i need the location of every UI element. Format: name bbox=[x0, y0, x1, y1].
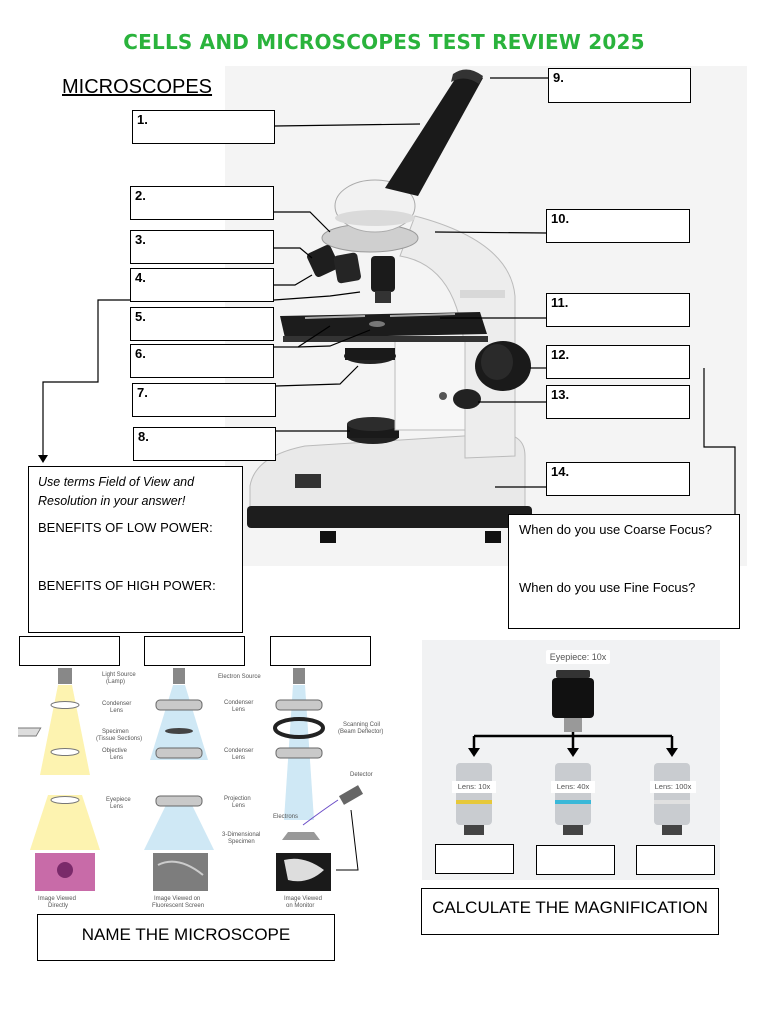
lens-label-10x: Lens: 10x bbox=[452, 781, 496, 793]
label-box-4[interactable]: 4. bbox=[130, 268, 274, 302]
microscope-name-blank-1[interactable] bbox=[19, 636, 120, 666]
svg-text:Image Viewed: Image Viewed bbox=[38, 896, 76, 902]
high-power-prompt: BENEFITS OF HIGH POWER: bbox=[38, 578, 216, 593]
svg-text:(Lamp): (Lamp) bbox=[106, 679, 125, 685]
eyepiece-label: Eyepiece: 10x bbox=[546, 650, 610, 664]
calculate-magnification-box: CALCULATE THE MAGNIFICATION bbox=[421, 888, 719, 935]
svg-text:Lens: Lens bbox=[110, 708, 123, 714]
focus-note-box: When do you use Coarse Focus? When do yo… bbox=[508, 514, 740, 629]
label-box-6[interactable]: 6. bbox=[130, 344, 274, 378]
svg-text:Condenser: Condenser bbox=[224, 748, 253, 754]
svg-text:Detector: Detector bbox=[350, 772, 373, 778]
label-box-9[interactable]: 9. bbox=[548, 68, 691, 103]
svg-text:Lens: Lens bbox=[232, 755, 245, 761]
calculate-magnification-prompt: CALCULATE THE MAGNIFICATION bbox=[432, 898, 708, 917]
svg-text:Specimen: Specimen bbox=[102, 729, 129, 735]
name-microscope-prompt: NAME THE MICROSCOPE bbox=[81, 925, 291, 944]
svg-text:Eyepiece: Eyepiece bbox=[106, 797, 131, 803]
svg-text:Directly: Directly bbox=[48, 903, 68, 909]
label-box-1[interactable]: 1. bbox=[132, 110, 275, 144]
svg-text:Electrons: Electrons bbox=[273, 814, 298, 820]
microscope-illustration bbox=[225, 66, 747, 566]
svg-text:Electron Source: Electron Source bbox=[218, 674, 261, 680]
svg-text:on Monitor: on Monitor bbox=[286, 903, 314, 909]
svg-text:Fluorescent Screen: Fluorescent Screen bbox=[152, 903, 204, 909]
microscope-name-blank-2[interactable] bbox=[144, 636, 245, 666]
svg-text:Lens: Lens bbox=[110, 755, 123, 761]
power-note-instruction: Use terms Field of View and Resolution i… bbox=[38, 475, 195, 508]
power-note-box: Use terms Field of View and Resolution i… bbox=[28, 466, 243, 633]
svg-text:3-Dimensional: 3-Dimensional bbox=[222, 832, 260, 838]
label-box-10[interactable]: 10. bbox=[546, 209, 690, 243]
label-box-13[interactable]: 13. bbox=[546, 385, 690, 419]
svg-text:Light Source: Light Source bbox=[102, 672, 136, 678]
magnification-panel: Eyepiece: 10x Lens: 10x Lens: 40x Lens: … bbox=[422, 640, 720, 880]
magnification-blank-40x[interactable] bbox=[536, 845, 615, 875]
svg-text:Scanning Coil: Scanning Coil bbox=[343, 722, 380, 728]
label-box-5[interactable]: 5. bbox=[130, 307, 274, 341]
svg-text:Image Viewed on: Image Viewed on bbox=[154, 896, 200, 902]
low-power-prompt: BENEFITS OF LOW POWER: bbox=[38, 520, 213, 535]
label-box-11[interactable]: 11. bbox=[546, 293, 690, 327]
section-label: MICROSCOPES bbox=[62, 76, 213, 98]
svg-text:Condenser: Condenser bbox=[224, 700, 253, 706]
svg-text:(Tissue Sections): (Tissue Sections) bbox=[96, 736, 142, 742]
svg-text:Objective: Objective bbox=[102, 748, 128, 754]
svg-text:Lens: Lens bbox=[110, 804, 123, 810]
svg-text:Specimen: Specimen bbox=[228, 839, 255, 845]
svg-text:Lens: Lens bbox=[232, 803, 245, 809]
svg-text:(Beam Deflector): (Beam Deflector) bbox=[338, 729, 383, 735]
fine-focus-prompt: When do you use Fine Focus? bbox=[519, 580, 696, 595]
lens-label-40x: Lens: 40x bbox=[551, 781, 595, 793]
name-microscope-box: NAME THE MICROSCOPE bbox=[37, 914, 335, 961]
label-box-14[interactable]: 14. bbox=[546, 462, 690, 496]
magnification-graphic bbox=[456, 670, 690, 835]
svg-text:Lens: Lens bbox=[232, 707, 245, 713]
lens-label-100x: Lens: 100x bbox=[650, 781, 696, 793]
svg-text:Image Viewed: Image Viewed bbox=[284, 896, 322, 902]
page-title: CELLS AND MICROSCOPES TEST REVIEW 2025 bbox=[123, 30, 645, 54]
label-box-12[interactable]: 12. bbox=[546, 345, 690, 379]
label-box-7[interactable]: 7. bbox=[132, 383, 276, 417]
label-box-2[interactable]: 2. bbox=[130, 186, 274, 220]
microscope-name-blank-3[interactable] bbox=[270, 636, 371, 666]
magnification-blank-10x[interactable] bbox=[435, 844, 514, 874]
svg-text:Condenser: Condenser bbox=[102, 701, 131, 707]
magnification-blank-100x[interactable] bbox=[636, 845, 715, 875]
svg-text:Projection: Projection bbox=[224, 796, 251, 802]
coarse-focus-prompt: When do you use Coarse Focus? bbox=[519, 522, 712, 537]
label-box-8[interactable]: 8. bbox=[133, 427, 276, 461]
label-box-3[interactable]: 3. bbox=[130, 230, 274, 264]
